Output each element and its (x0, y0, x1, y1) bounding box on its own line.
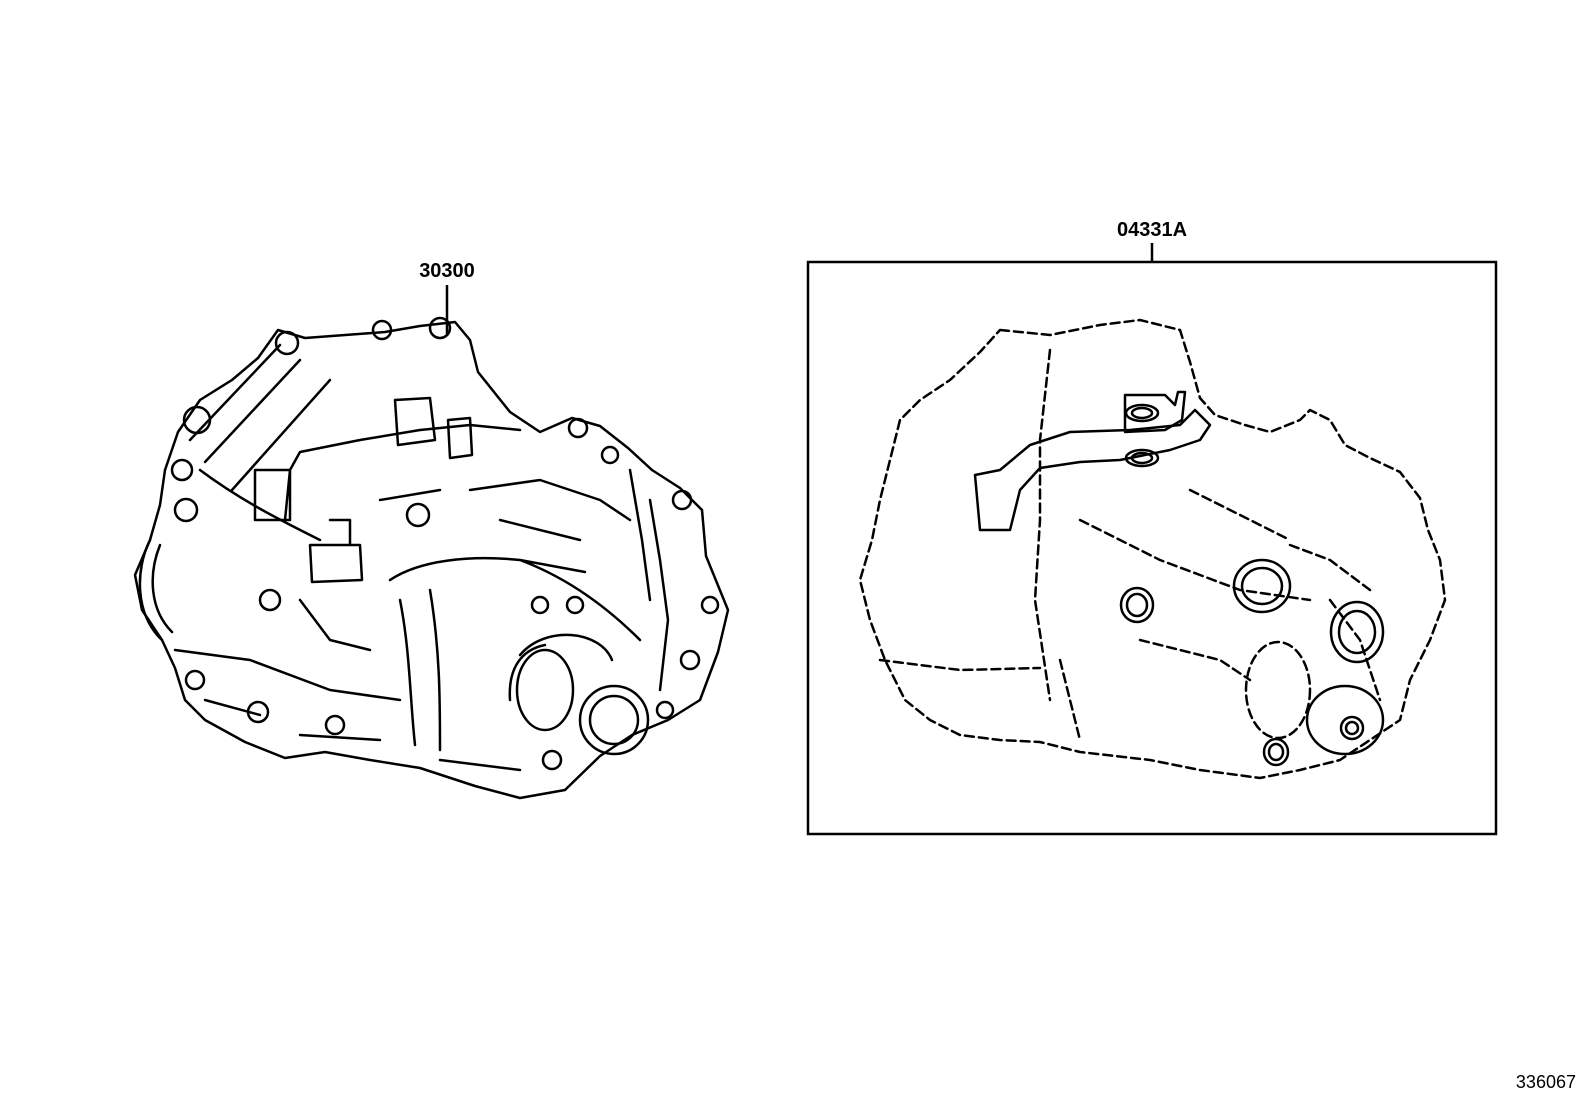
gear-case-upper-rib (378, 478, 632, 542)
bolt-boss (170, 458, 194, 482)
bolt-boss (541, 749, 563, 771)
harness-connector (298, 518, 372, 652)
end-cover (508, 633, 614, 702)
bolt-boss (324, 714, 346, 736)
drain-plug (258, 588, 282, 612)
output-flange-inner (588, 694, 640, 746)
bolt-boss (655, 700, 675, 720)
transmission-assembly-illustration[interactable] (133, 316, 730, 800)
small-oil-seal (1119, 586, 1155, 624)
ghost-case-contour (1058, 488, 1312, 742)
gasket-kit-frame (806, 260, 1498, 836)
part-number-30300[interactable]: 30300 (419, 260, 475, 282)
shift-linkage (253, 423, 522, 522)
ghost-bell-rib (878, 348, 1052, 702)
bolt-boss (173, 497, 199, 523)
bolt-boss (428, 316, 452, 340)
ghost-end-cover (1244, 640, 1312, 740)
lower-ribs (173, 648, 522, 772)
bell-housing-flange (138, 538, 174, 642)
callout-04331A[interactable]: 04331A (1117, 219, 1187, 262)
assembly-outline (133, 320, 730, 800)
callout-30300[interactable]: 30300 (419, 260, 475, 336)
bolt-boss (679, 649, 701, 671)
output-oil-seal (1329, 600, 1385, 664)
input-shaft-seal (1232, 558, 1292, 614)
shift-bracket-post (1123, 390, 1187, 434)
fitting (565, 595, 585, 615)
end-cover-boss (515, 648, 575, 732)
bolt-boss (600, 445, 620, 465)
bolt-boss (184, 669, 206, 691)
fitting (530, 595, 550, 615)
bolt-boss (182, 405, 212, 435)
right-side-ribs (628, 468, 670, 692)
ghost-housing-outline (858, 318, 1447, 780)
gasket-kit-illustration[interactable] (858, 318, 1447, 780)
bolt-boss (371, 319, 393, 341)
bolt-boss (567, 417, 589, 439)
bolt-boss (700, 595, 720, 615)
part-number-04331A[interactable]: 04331A (1117, 219, 1187, 241)
bolt-boss (671, 489, 693, 511)
drain-plug-gasket (1262, 737, 1290, 767)
seal-upper (1124, 403, 1160, 423)
bell-housing-rib (188, 343, 332, 542)
ghost-right-housing (1288, 543, 1382, 702)
shift-bracket (973, 408, 1212, 532)
end-flange-gasket (1305, 684, 1385, 756)
drawing-number: 336067 (1516, 1072, 1576, 1092)
gear-case-contour (388, 556, 642, 752)
bolt-boss (274, 330, 300, 356)
shift-lever-bracket (393, 396, 474, 460)
seal-lower (1124, 448, 1160, 468)
speed-sensor (405, 502, 431, 528)
output-flange (578, 684, 650, 756)
